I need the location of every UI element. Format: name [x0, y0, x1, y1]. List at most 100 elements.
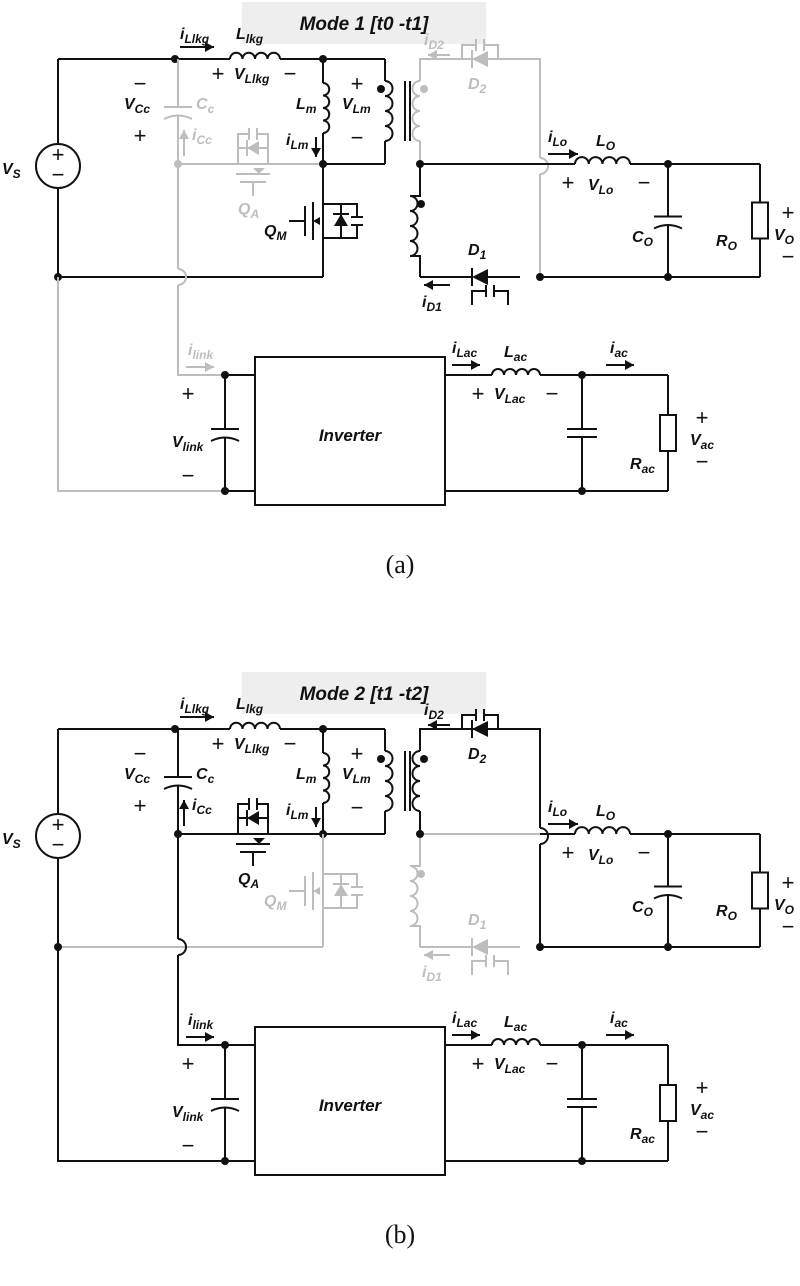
label-ilkg: iLlkg — [180, 696, 210, 716]
label-vlm: VLm — [342, 766, 371, 786]
label-lo: LO — [596, 133, 616, 153]
label-co: CO — [632, 229, 654, 249]
polarity-dot — [417, 200, 425, 208]
label-llkg: Llkg — [236, 696, 264, 716]
label-ilac: iLac — [452, 1010, 477, 1030]
plus-sign: + — [212, 61, 225, 86]
label-lo: LO — [596, 803, 616, 823]
label-d2: D2 — [468, 76, 487, 96]
polarity-dot — [377, 755, 385, 763]
label-ro: RO — [716, 233, 738, 253]
label-id1: iD1 — [422, 964, 442, 984]
label-lac: Lac — [504, 344, 527, 364]
title-box: Mode 2 [t1 -t2] — [242, 672, 486, 714]
label-cc: Cc — [196, 766, 215, 786]
panel-caption: (b) — [385, 1220, 415, 1249]
label-vac: Vac — [690, 432, 714, 452]
minus-sign: − — [284, 61, 297, 86]
minus-sign: − — [638, 170, 651, 195]
voltage-source-vs: +−VS — [2, 58, 175, 277]
label-d1: D1 — [468, 912, 487, 932]
label-ilo: iLo — [548, 799, 567, 819]
minus-sign: − — [351, 125, 364, 150]
minus-sign: − — [351, 795, 364, 820]
label-vlink: Vlink — [172, 1104, 205, 1124]
minus-sign: − — [52, 832, 65, 857]
minus-sign: − — [52, 162, 65, 187]
inverter-block — [254, 1026, 446, 1176]
plus-sign: + — [52, 142, 65, 167]
label-icc: iCc — [192, 127, 212, 147]
label-iac: iac — [610, 340, 628, 360]
title-box: Mode 1 [t0 -t1] — [242, 2, 486, 44]
label-lm: Lm — [296, 766, 317, 786]
main-switch-qm: QM — [54, 834, 363, 951]
label-vlac: VLac — [494, 1056, 526, 1076]
transformer-primary: VLm+ − — [323, 728, 411, 835]
label-ilink: ilink — [188, 342, 214, 362]
plus-sign: + — [351, 741, 364, 766]
label-icc: iCc — [192, 797, 212, 817]
plus-sign: + — [52, 812, 65, 837]
label-rac: Rac — [630, 1126, 655, 1146]
label-id2: iD2 — [424, 702, 444, 722]
minus-sign: − — [546, 381, 559, 406]
label-vlink: Vlink — [172, 434, 205, 454]
label-ilm: iLm — [286, 132, 309, 152]
label-ro: RO — [716, 903, 738, 923]
secondary-winding-d1: D1 iD1 — [409, 830, 540, 984]
label-vs: VS — [2, 831, 21, 851]
label-vo: VO — [774, 897, 795, 917]
label-co: CO — [632, 899, 654, 919]
minus-sign: − — [182, 1133, 195, 1158]
label-ilm: iLm — [286, 802, 309, 822]
aux-switch-qa: QA — [174, 128, 323, 221]
label-vcc: VCc — [124, 766, 150, 786]
label-ilkg: iLlkg — [180, 26, 210, 46]
label-llkg: Llkg — [236, 26, 264, 46]
plus-sign: + — [212, 731, 225, 756]
inverter-label: Inverter — [319, 426, 383, 445]
label-vlm: VLm — [342, 96, 371, 116]
label-vlo: VLo — [588, 847, 613, 867]
mode-title: Mode 1 [t0 -t1] — [300, 14, 429, 35]
label-vlac: VLac — [494, 386, 526, 406]
label-vlo: VLo — [588, 177, 613, 197]
plus-sign: + — [472, 381, 485, 406]
label-qa: QA — [238, 201, 259, 221]
polarity-dot — [420, 85, 428, 93]
label-vcc: VCc — [124, 96, 150, 116]
label-cc: Cc — [196, 96, 215, 116]
label-qa: QA — [238, 871, 259, 891]
label-ilac: iLac — [452, 340, 477, 360]
plus-sign: + — [782, 200, 795, 225]
label-vs: VS — [2, 161, 21, 181]
label-vlkg: VLlkg — [234, 66, 270, 86]
plus-sign: + — [562, 840, 575, 865]
label-iac: iac — [610, 1010, 628, 1030]
label-lac: Lac — [504, 1014, 527, 1034]
plus-sign: + — [696, 1075, 709, 1100]
plus-sign: + — [134, 123, 147, 148]
plus-sign: + — [134, 793, 147, 818]
minus-sign: − — [134, 741, 147, 766]
plus-sign: + — [472, 1051, 485, 1076]
aux-switch-qa: QA — [174, 798, 323, 891]
voltage-source-vs: +−VS — [2, 728, 175, 947]
label-id1: iD1 — [422, 294, 442, 314]
minus-sign: − — [284, 731, 297, 756]
plus-sign: + — [696, 405, 709, 430]
minus-sign: − — [782, 244, 795, 269]
